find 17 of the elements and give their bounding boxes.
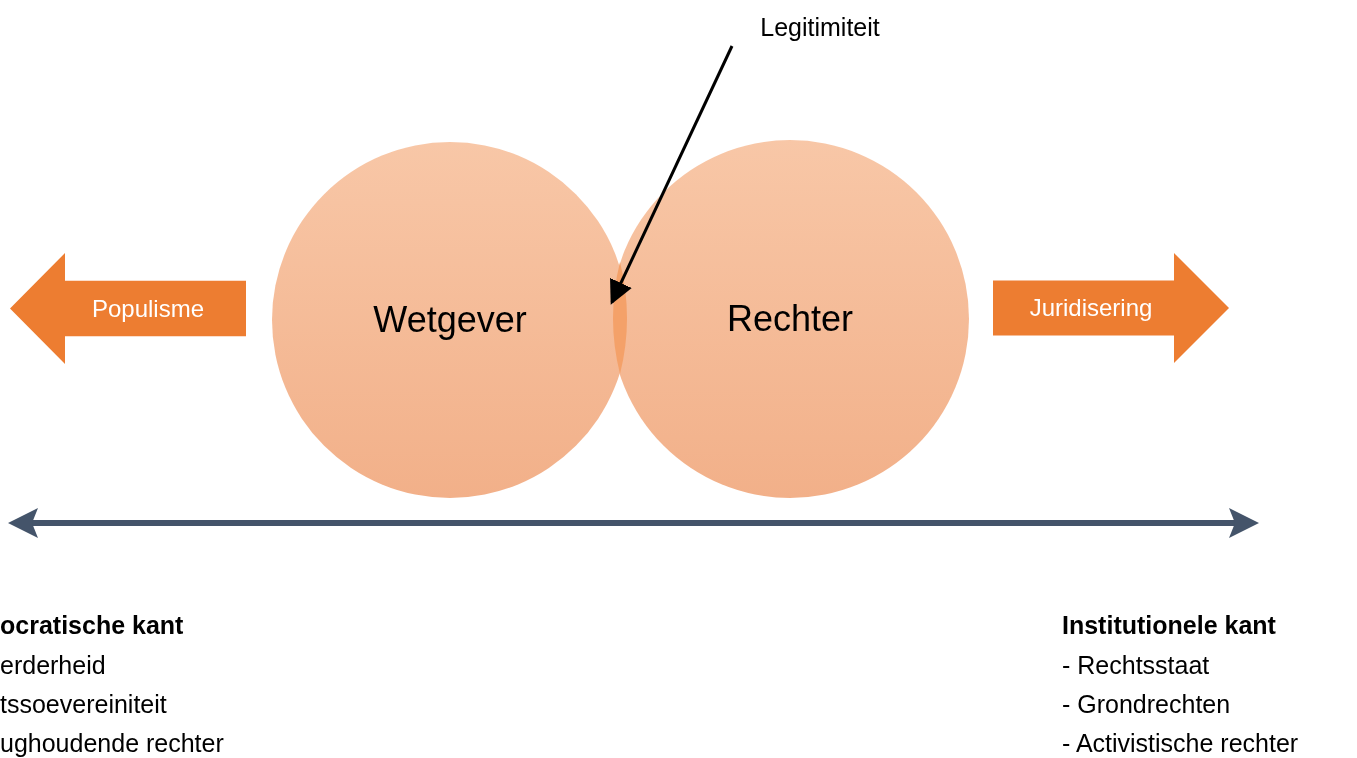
list-item: - Grondrechten (1062, 689, 1231, 719)
node-label: Wetgever (372, 299, 528, 341)
node-label: Juridisering (1028, 294, 1154, 322)
list-item: erderheid (0, 650, 106, 680)
block-arrow (993, 253, 1229, 363)
column-heading: Institutionele kant (1062, 610, 1276, 640)
list-item: - Activistische rechter (1062, 728, 1299, 758)
overlap-lens (610, 262, 630, 374)
node-label: Populisme (90, 294, 206, 323)
node-label: Rechter (725, 298, 855, 340)
list-item: tssoevereiniteit (0, 689, 167, 719)
list-item: - Rechtsstaat (1062, 650, 1210, 680)
list-item: ughoudende rechter (0, 728, 224, 758)
block-arrow (10, 253, 246, 364)
leader-arrow (610, 45, 734, 305)
column-heading: ocratische kant (0, 610, 184, 640)
callout-label: Legitimiteit (759, 12, 881, 42)
